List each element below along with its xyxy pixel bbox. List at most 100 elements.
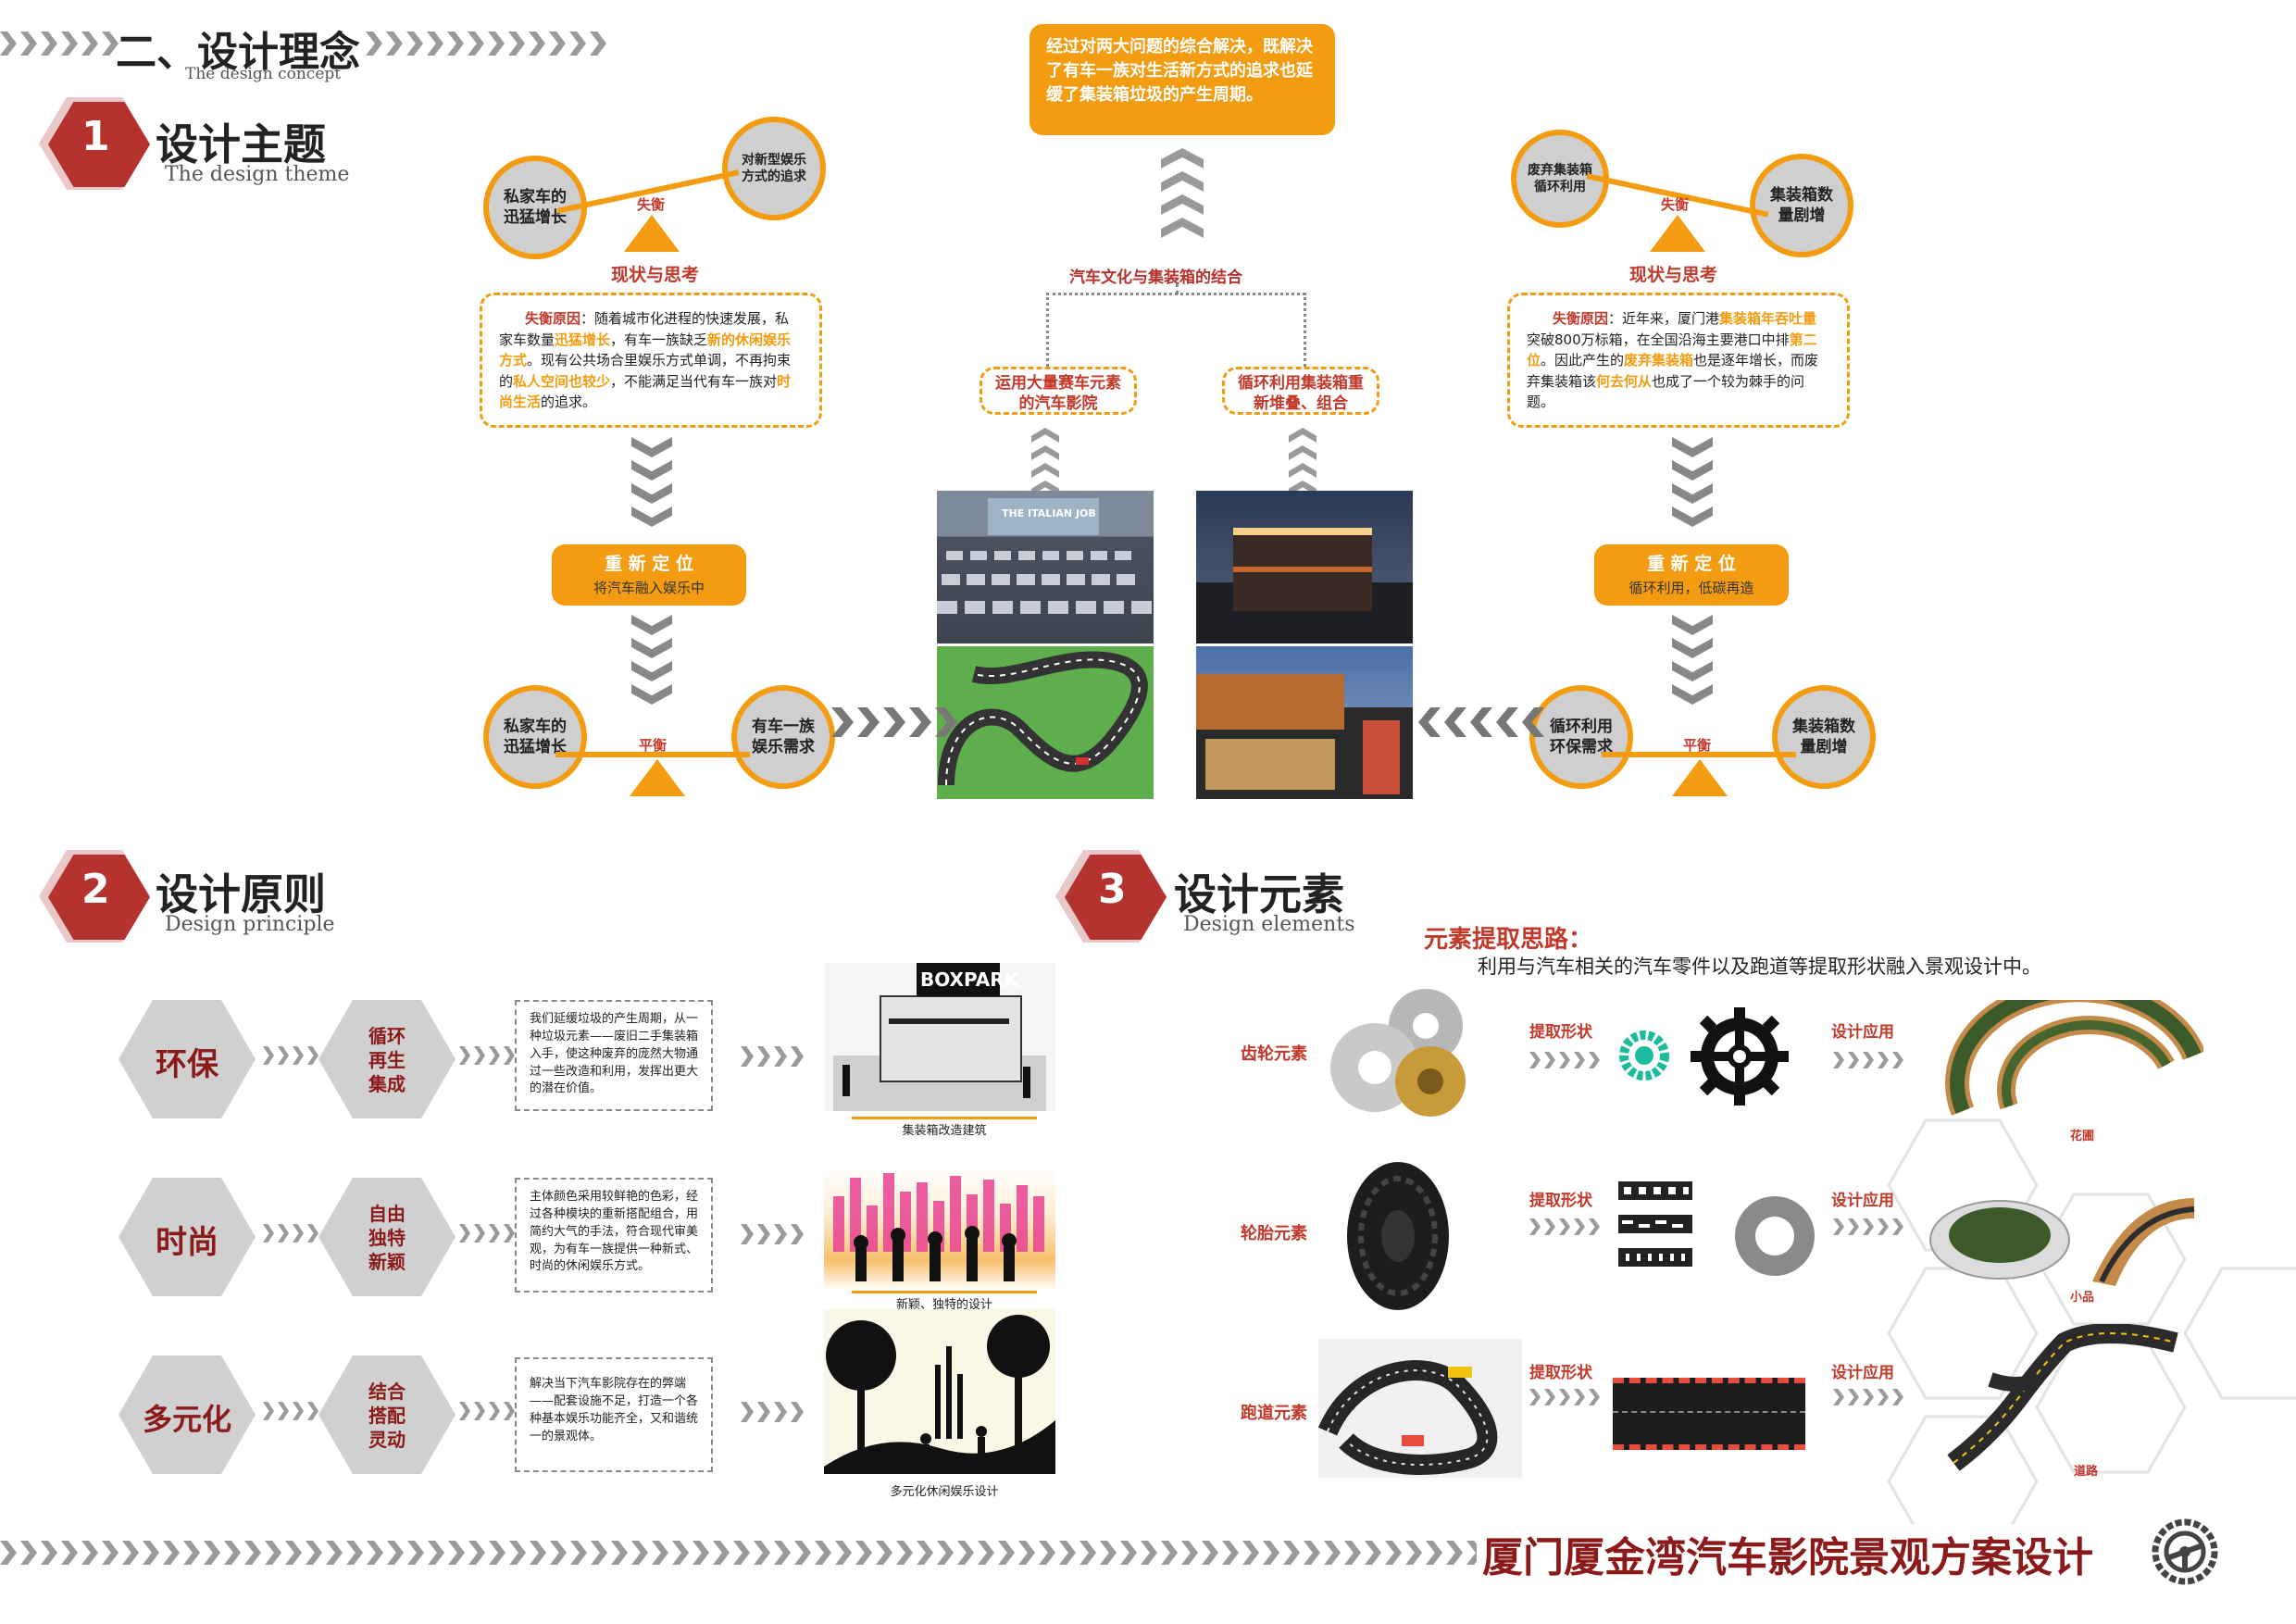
track-strip-centerline — [1613, 1411, 1805, 1413]
principle-2-caption: 新颖、独特的设计 — [895, 1298, 992, 1312]
combine-label: 汽车文化与集装箱的结合 — [1069, 269, 1242, 287]
left-down-chevrons-2 — [631, 615, 672, 707]
left-bottom-circle-private-cars: 私家车的迅猛增长 — [483, 685, 587, 789]
equalizer-bars — [833, 1173, 1044, 1281]
left-bottom-tag: 平衡 — [639, 737, 668, 754]
tire-photo — [1347, 1162, 1449, 1310]
principle-3-text-box: 解决当下汽车影院存在的弊端——配套设施不足，打造一个各种基本娱乐功能齐全，又和谐… — [515, 1357, 713, 1472]
principle-3-caption: 多元化休闲娱乐设计 — [890, 1485, 999, 1499]
element-2-apply-chevrons — [1833, 1218, 1907, 1235]
theme-number: 1 — [81, 113, 110, 160]
principle-2-chevrons-b — [459, 1224, 518, 1243]
left-reposition-text: 将汽车融入娱乐中 — [593, 580, 705, 596]
right-top-fulcrum — [1650, 215, 1705, 252]
slot-car-track-photo — [1318, 1339, 1522, 1478]
elements-title: 设计元素 — [1174, 869, 1344, 919]
gear-icon-extracted-green — [1619, 1031, 1669, 1081]
header-chevrons-left — [0, 31, 122, 56]
center-right-up-chevrons — [1289, 428, 1316, 498]
theme-subtitle: The design theme — [165, 163, 350, 186]
element-2-extract-chevrons — [1529, 1218, 1603, 1235]
boxpark-sign: BOXPARK — [920, 968, 1019, 991]
element-3-label: 跑道元素 — [1241, 1404, 1307, 1423]
element-1-caption: 花圃 — [2070, 1130, 2095, 1143]
cinema-sign: THE ITALIAN JOB — [1002, 507, 1096, 519]
music-crowd-image — [824, 1168, 1055, 1291]
leisure-silhouette-image — [824, 1309, 1055, 1474]
center-left-up-chevrons — [1031, 428, 1059, 498]
silhouette-scene — [824, 1315, 1055, 1474]
principle-2-caption-line — [852, 1291, 1037, 1293]
principle-1-sub-hex — [318, 1000, 455, 1118]
right-left-chevrons-to-photos — [1418, 707, 1548, 737]
right-top-circle-container-increase: 集装箱数量剧增 — [1750, 154, 1853, 257]
race-track-photo — [937, 646, 1154, 799]
element-3-caption: 道路 — [2074, 1465, 2099, 1479]
element-1-apply-label: 设计应用 — [1831, 1023, 1894, 1042]
principle-title: 设计原则 — [156, 869, 326, 919]
principle-2-sub-hex — [318, 1178, 455, 1296]
section-subtitle: The design concept — [185, 65, 342, 83]
element-3-apply-chevrons — [1833, 1389, 1907, 1405]
principle-subtitle: Design principle — [165, 913, 335, 936]
right-reposition-text: 循环利用，低碳再造 — [1628, 580, 1754, 596]
left-right-chevrons-to-photos — [831, 707, 961, 737]
principle-3-chevrons-a — [263, 1402, 322, 1420]
center-left-box: 运用大量赛车元素的汽车影院 — [980, 367, 1137, 415]
road-render — [1947, 1324, 2178, 1471]
footer-chevrons — [0, 1541, 1507, 1565]
principle-2-text-box: 主体颜色采用较鲜艳的色彩，经过各种模块的重新搭配组合，用简约大气的手法，符合现代… — [515, 1178, 713, 1293]
parked-cars — [937, 551, 1152, 614]
container-shops-photo — [1196, 646, 1413, 799]
right-bottom-tag: 平衡 — [1683, 737, 1712, 754]
right-down-chevrons-2 — [1672, 615, 1713, 707]
element-2-label: 轮胎元素 — [1241, 1224, 1307, 1243]
right-down-chevrons-1 — [1672, 437, 1713, 530]
left-reposition-box: 重 新 定 位 将汽车融入娱乐中 — [552, 544, 746, 606]
principle-3-chevrons-c — [741, 1402, 807, 1422]
section-title: 二、设计理念 — [116, 29, 360, 76]
element-3-extract-label: 提取形状 — [1529, 1364, 1592, 1382]
left-bottom-scale-beam — [555, 752, 750, 757]
right-reposition-title: 重 新 定 位 — [1647, 554, 1736, 574]
principle-1-chevrons-a — [263, 1046, 322, 1065]
principle-1-hex — [119, 1000, 256, 1118]
right-top-tag: 失衡 — [1661, 196, 1690, 213]
element-1-label: 齿轮元素 — [1241, 1044, 1307, 1064]
principle-1-chevrons-c — [741, 1046, 807, 1067]
principle-number: 2 — [81, 866, 110, 913]
left-top-circle-entertainment: 对新型娱乐方式的追求 — [722, 117, 826, 220]
principle-1-chevrons-b — [459, 1046, 518, 1065]
principle-3-main: 多元化 — [142, 1402, 231, 1437]
element-1-extract-chevrons — [1529, 1052, 1603, 1068]
right-bottom-fulcrum — [1672, 759, 1728, 796]
steering-wheel-icon — [2152, 1518, 2218, 1585]
elements-number-hex — [1065, 855, 1167, 940]
gear-icon-extracted — [1691, 1007, 1789, 1106]
elements-number: 3 — [1098, 866, 1127, 913]
principle-3-hex — [119, 1355, 256, 1474]
left-top-tag: 失衡 — [637, 196, 666, 213]
principle-2-sub: 自由独特新颖 — [368, 1203, 406, 1273]
principle-3-sub: 结合搭配灵动 — [368, 1380, 406, 1451]
extract-text: 利用与汽车相关的汽车零件以及跑道等提取形状融入景观设计中。 — [1478, 956, 2041, 978]
flowerbed-render — [1945, 1000, 2203, 1116]
combine-connector-left — [1046, 293, 1049, 367]
left-bottom-circle-demand: 有车一族娱乐需求 — [731, 685, 835, 789]
boxpark-image: BOXPARK — [824, 963, 1055, 1111]
track-strip-extracted — [1613, 1378, 1805, 1450]
principle-2-chevrons-c — [741, 1224, 807, 1244]
theme-title: 设计主题 — [156, 119, 326, 169]
container-building-night-photo — [1196, 491, 1413, 643]
left-analysis-box: 失衡原因：随着城市化进程的快速发展，私家车数量迅猛增长，有车一族缺乏新的休闲娱乐… — [480, 293, 822, 428]
right-bottom-circle-container-increase: 集装箱数量剧增 — [1772, 685, 1876, 789]
right-analysis-heading: 现状与思考 — [1629, 265, 1718, 285]
principle-1-main: 环保 — [156, 1046, 218, 1083]
left-bottom-fulcrum — [630, 759, 685, 796]
extract-heading: 元素提取思路： — [1424, 926, 1593, 954]
right-bottom-scale-beam — [1602, 752, 1796, 757]
tire-ring-icon — [1735, 1196, 1815, 1276]
right-bottom-circle-eco: 循环利用环保需求 — [1529, 685, 1633, 789]
left-analysis-heading: 现状与思考 — [611, 265, 700, 285]
left-reposition-title: 重 新 定 位 — [605, 554, 693, 574]
